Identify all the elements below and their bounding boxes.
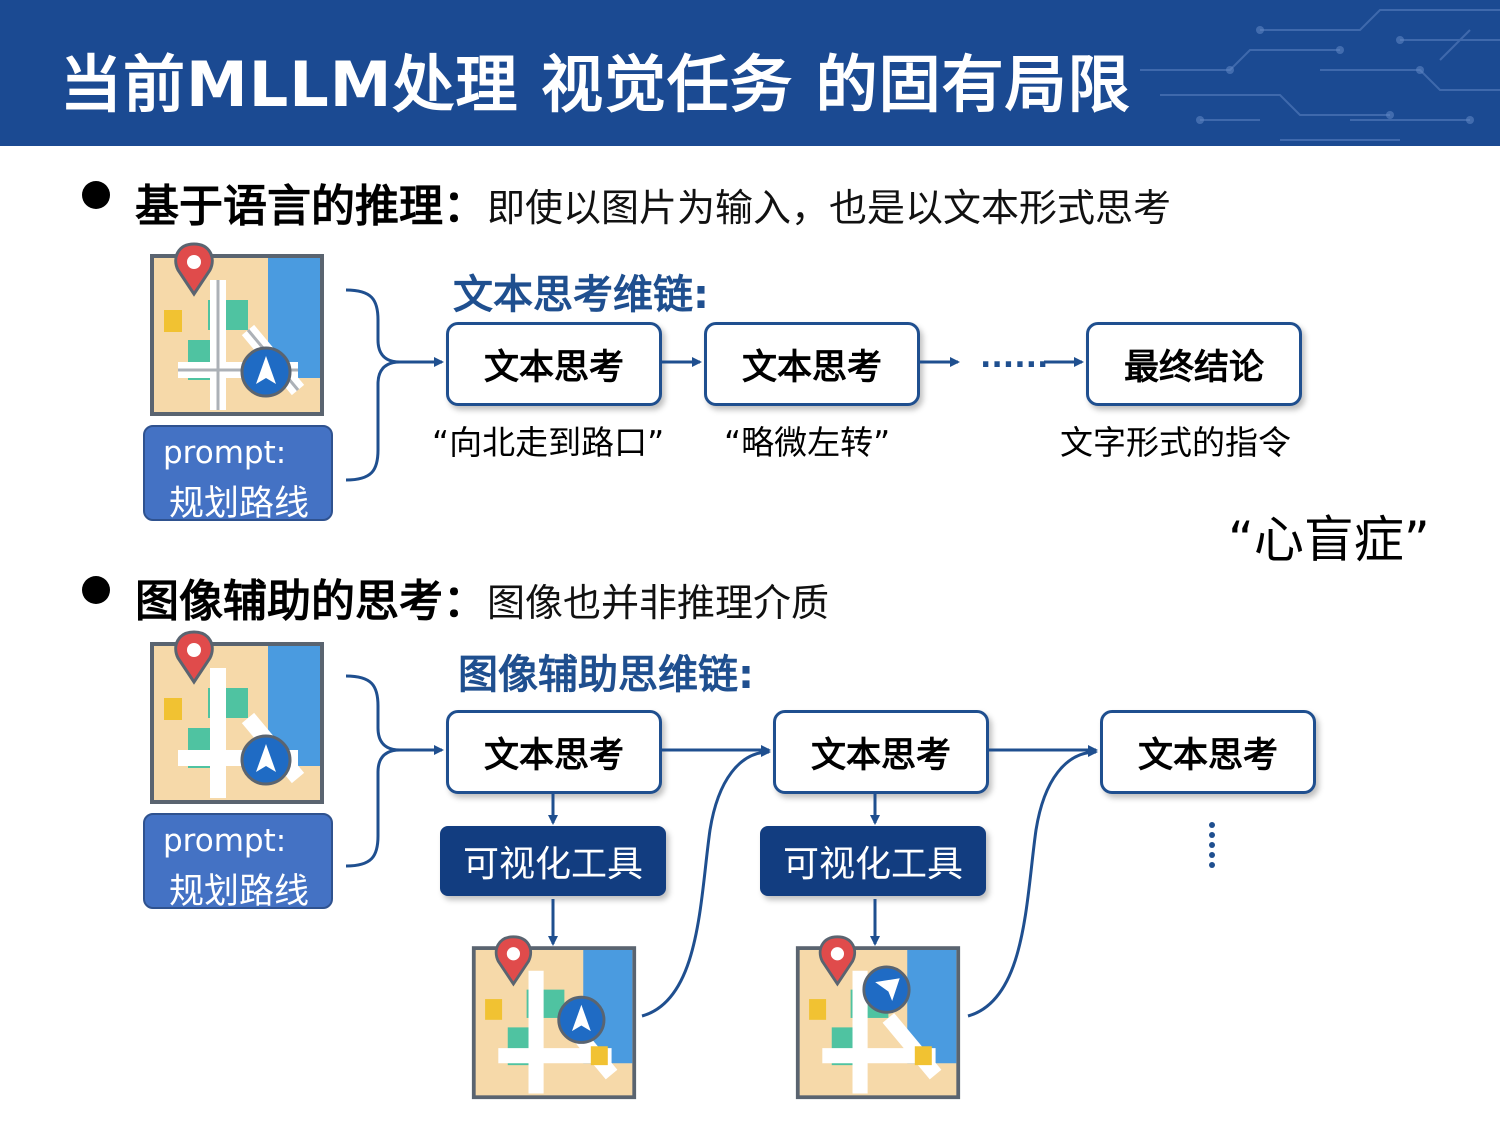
ellipsis-dots: ...... <box>980 340 1049 375</box>
section2-heading: 图像辅助的思考：图像也并非推理介质 <box>135 565 829 629</box>
text-thought-box-1: 文本思考 <box>446 322 662 406</box>
text-chain-label: 文本思考维链: <box>453 272 709 318</box>
caption-text-instruction: 文字形式的指令 <box>1060 423 1291 462</box>
section1-heading: 基于语言的推理：即使以图片为输入，也是以文本形式思考 <box>135 170 1171 234</box>
text-thought-box-2: 文本思考 <box>704 322 920 406</box>
vertical-ellipsis <box>1209 822 1217 872</box>
location-pin-icon <box>818 935 857 987</box>
visualization-tool-1: 可视化工具 <box>440 826 666 896</box>
section2-desc: 图像也并非推理介质 <box>487 581 830 625</box>
final-conclusion-box: 最终结论 <box>1086 322 1302 406</box>
caption-left-turn: “略微左转” <box>724 423 891 462</box>
page-title: 当前MLLM处理 视觉任务 的固有局限 <box>60 48 1131 121</box>
header-bar: 当前MLLM处理 视觉任务 的固有局限 <box>0 0 1500 146</box>
caption-north: “向北走到路口” <box>432 423 665 462</box>
prompt-text: 规划路线 <box>169 484 310 524</box>
prompt-label: prompt: <box>163 435 287 471</box>
map-icon <box>471 935 637 1100</box>
text-thought-box-5: 文本思考 <box>1100 710 1316 794</box>
circuit-decoration <box>1140 9 1500 141</box>
bullet-dot <box>82 181 110 209</box>
prompt-label: prompt: <box>163 823 287 859</box>
map-icon <box>795 935 961 1100</box>
section1-title: 基于语言的推理： <box>135 181 487 232</box>
prompt-text: 规划路线 <box>169 872 310 912</box>
prompt-box: prompt: 规划路线 <box>143 425 333 524</box>
location-pin-icon <box>494 935 533 987</box>
map-icon <box>150 630 324 804</box>
image-chain-label: 图像辅助思维链: <box>458 652 754 698</box>
section2-title: 图像辅助的思考： <box>135 576 487 627</box>
mind-blind-label: “心盲症” <box>1228 511 1430 569</box>
visualization-tool-2: 可视化工具 <box>760 826 986 896</box>
text-thought-box-4: 文本思考 <box>773 710 989 794</box>
bullet-dot <box>82 576 110 604</box>
map-icon <box>150 242 324 416</box>
text-thought-box-3: 文本思考 <box>446 710 662 794</box>
section1-desc: 即使以图片为输入，也是以文本形式思考 <box>487 186 1172 230</box>
prompt-box: prompt: 规划路线 <box>143 813 333 912</box>
